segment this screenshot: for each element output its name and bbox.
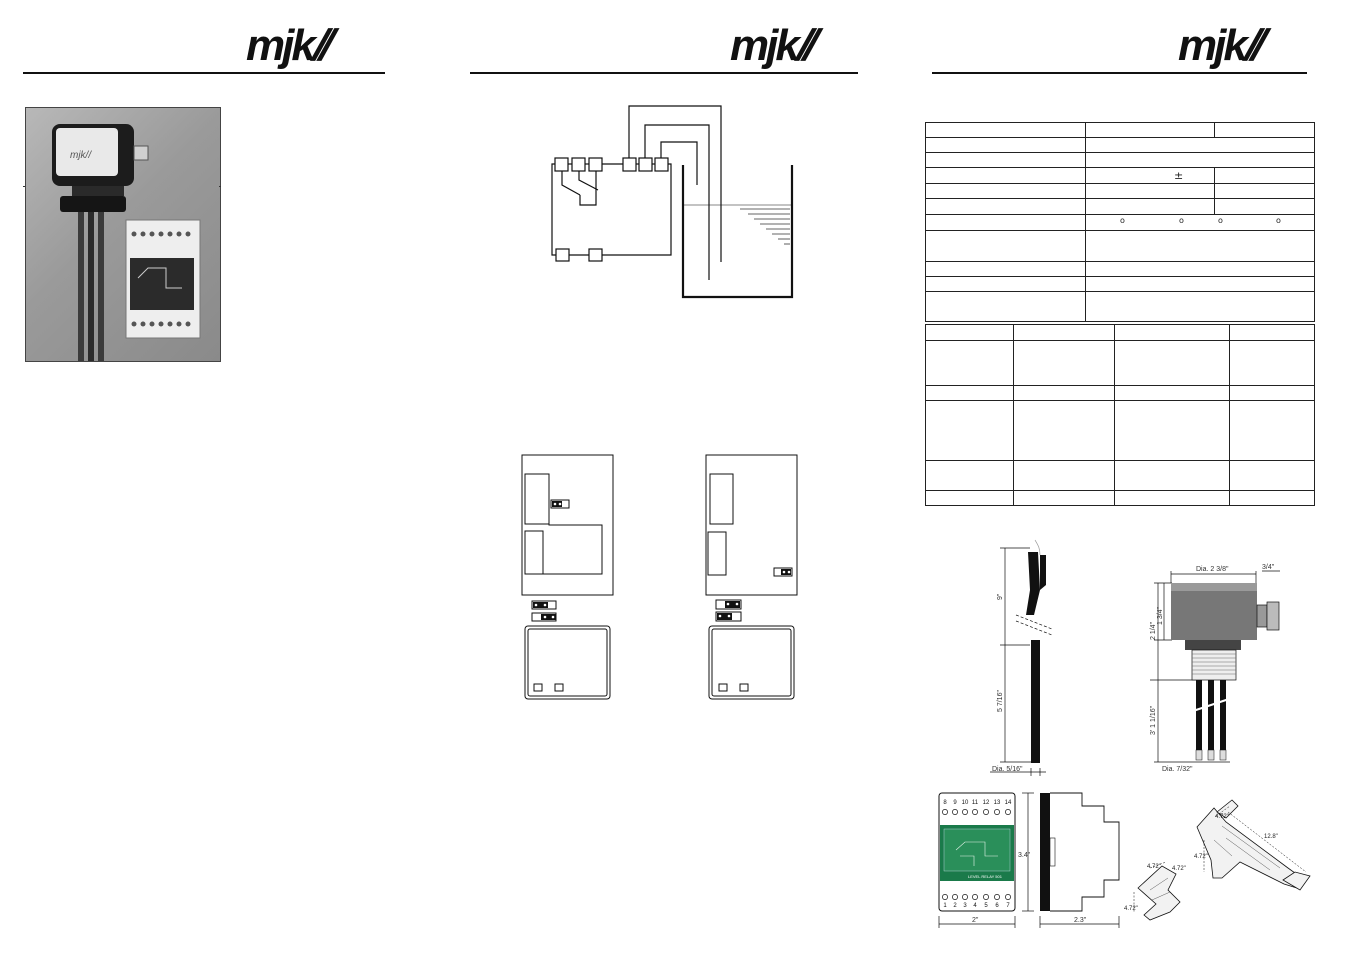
brand-logo: mjk// (1178, 21, 1268, 70)
bracket-dim-b: 12.8" (1264, 834, 1278, 840)
brand-logo: mjk// (730, 21, 820, 70)
bracket-dim-a: 4.72" (1215, 814, 1229, 820)
table-row (925, 291, 1315, 322)
bottom-terminal-label: 5 (984, 903, 988, 909)
bottom-terminal-screw (1005, 894, 1011, 900)
bottom-terminal-screw (962, 894, 968, 900)
bottom-terminal-screw (994, 894, 1000, 900)
tick-mark (23, 186, 25, 187)
bottom-terminal-screw (952, 894, 958, 900)
bottom-terminal-screw (983, 894, 989, 900)
table-row (925, 400, 1315, 461)
photo-illustration: mjk// (52, 124, 201, 361)
electrode-length-top-label: 9" (997, 593, 1004, 600)
electrode-dia-label: Dia. 5/16" (992, 766, 1023, 773)
top-terminal-screw (952, 809, 958, 815)
table-row: o o o o (925, 214, 1315, 231)
table-cell (925, 291, 1086, 322)
table-cell (1085, 291, 1315, 322)
header-rule (932, 72, 1307, 74)
top-terminal-label: 8 (943, 800, 947, 806)
top-terminal-label: 10 (962, 800, 969, 806)
table-cell (1013, 460, 1115, 491)
table-row (925, 183, 1315, 199)
table-cell (925, 340, 1014, 386)
plus-minus-symbol: ± (1174, 169, 1184, 182)
bottom-terminal-label: 7 (1006, 903, 1010, 909)
top-terminal-label: 12 (983, 800, 990, 806)
table-cell: o o o o (1085, 214, 1315, 231)
degree-symbol: o (1218, 216, 1223, 225)
table-cell (1013, 400, 1115, 461)
table-cell (925, 230, 1086, 262)
top-terminal-label: 14 (1005, 800, 1012, 806)
top-terminal-screw (942, 809, 948, 815)
electrode-length-bottom-label: 5 7/16" (997, 690, 1004, 712)
model-table (925, 324, 1315, 506)
header-rule (23, 72, 385, 74)
tick-mark (219, 186, 221, 187)
svg-text:mjk//: mjk// (70, 150, 92, 161)
degree-symbol: o (1179, 216, 1184, 225)
header-rule (470, 72, 858, 74)
top-terminal-screw (1005, 809, 1011, 815)
top-terminal-label: 11 (972, 800, 979, 806)
product-photo: mjk// (25, 107, 221, 362)
bracket-dim-d: 4.72" (1147, 864, 1161, 870)
degree-symbol: o (1276, 216, 1281, 225)
bottom-terminal-label: 3 (963, 903, 967, 909)
bottom-terminal-label: 6 (995, 903, 999, 909)
head-height-label: 1 3/4" (1157, 606, 1164, 625)
brand-logo: mjk// (246, 21, 336, 70)
table-row (925, 490, 1315, 506)
table-cell (1229, 340, 1315, 386)
table-row (925, 198, 1315, 215)
bottom-terminal-label: 1 (943, 903, 947, 909)
table-row (925, 137, 1315, 153)
top-terminal-screw (983, 809, 989, 815)
logo-text: mjk (1178, 21, 1248, 70)
bottom-terminal-label: 4 (973, 903, 977, 909)
housing-dia-label: Dia. 2 3/8" (1196, 566, 1229, 573)
relay-depth-label: 2.3" (1074, 917, 1087, 924)
table-row (925, 460, 1315, 491)
logo-text: mjk (246, 21, 316, 70)
table-cell (1229, 400, 1315, 461)
specification-table: ± o o o o (925, 122, 1315, 322)
rod-dia-label: Dia. 7/32" (1162, 766, 1193, 773)
bracket-dim-f: 4.72" (1124, 906, 1138, 912)
gland-label: 3/4" (1262, 564, 1275, 571)
total-height-label: 2 1/4" (1150, 621, 1157, 640)
top-terminal-screw (972, 809, 978, 815)
top-terminal-screw (962, 809, 968, 815)
rod-length-label: 3' 1 1/16" (1150, 705, 1157, 735)
relay-width-label: 2" (972, 917, 979, 924)
top-terminal-screw (994, 809, 1000, 815)
bottom-terminal-screw (942, 894, 948, 900)
table-cell: ± (1085, 167, 1215, 184)
relay-label: LEVEL RELAY 501 (968, 874, 1003, 879)
bracket-dim-e: 4.72" (1172, 866, 1186, 872)
table-cell (1229, 490, 1315, 506)
top-terminal-label: 9 (953, 800, 957, 806)
logo-text: mjk (730, 21, 800, 70)
bracket-dim-c: 4.72" (1194, 854, 1208, 860)
relay-height-label: 3.4" (1018, 852, 1031, 859)
bottom-terminal-screw (972, 894, 978, 900)
top-terminal-label: 13 (994, 800, 1001, 806)
bottom-terminal-label: 2 (953, 903, 957, 909)
degree-symbol: o (1120, 216, 1125, 225)
